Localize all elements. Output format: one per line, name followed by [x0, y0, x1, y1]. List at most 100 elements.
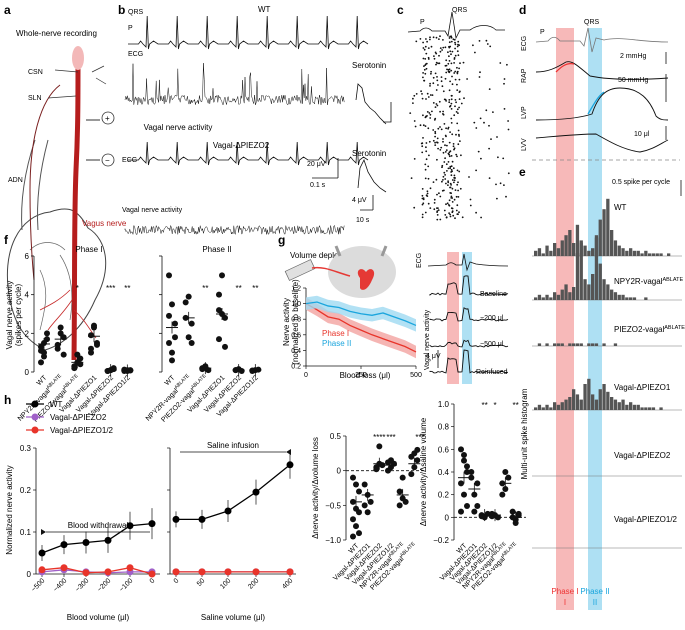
raster-spike [450, 36, 453, 39]
f-point [60, 351, 67, 358]
raster-spike [422, 137, 424, 139]
g-500-label: −500 μl [480, 341, 504, 348]
histogram-bar [572, 389, 576, 410]
serotonin-trace-1 [355, 83, 387, 125]
raster-spike [413, 120, 416, 122]
raster-spike [430, 72, 432, 75]
h-scatter-ytick-label: 0.6 [438, 445, 450, 454]
raster-spike [452, 167, 455, 170]
sln-line [47, 95, 77, 99]
raster-spike [463, 97, 465, 100]
raster-spike [425, 67, 428, 70]
raster-spike [429, 113, 432, 116]
g-trace-reinfused [429, 349, 509, 374]
raster-spike [427, 47, 430, 49]
raster-spike [445, 59, 448, 62]
f-ytick-label: 0 [25, 368, 30, 377]
raster-spike [415, 93, 418, 95]
serotonin-label-1: Serotonin [352, 61, 386, 70]
raster-spike [507, 128, 510, 131]
raster-spike [420, 90, 422, 93]
raster-spike [437, 62, 439, 65]
histogram-genotype-label: Vagal-ΔPIEZO2 [614, 451, 671, 460]
g-legend-item: Phase I [322, 329, 349, 338]
vagal-trace-piezo2 [124, 224, 345, 236]
raster-spike [450, 53, 452, 56]
h-scatter-point [356, 488, 362, 495]
raster-spike [447, 181, 450, 184]
serotonin-trace-2 [357, 158, 387, 193]
raster-spike [475, 127, 478, 129]
raster-spike [422, 72, 424, 74]
histogram-bar [579, 343, 583, 346]
histogram-bar [587, 250, 591, 256]
raster-spike [457, 129, 460, 132]
f-point [216, 336, 222, 343]
raster-spike [409, 112, 412, 114]
f-point [188, 340, 195, 346]
raster-spike [441, 166, 443, 169]
raster-spike [446, 202, 449, 205]
raster-spike [454, 217, 456, 220]
raster-spike [455, 133, 457, 136]
raster-spike [426, 92, 429, 95]
raster-spike [441, 180, 443, 183]
raster-spike [423, 79, 425, 82]
h-point [38, 549, 46, 557]
raster-spike [447, 70, 450, 73]
raster-spike [447, 126, 450, 129]
raster-spike [496, 136, 498, 138]
raster-spike [448, 89, 451, 92]
csn-label: CSN [28, 69, 43, 76]
raster-spike [449, 165, 452, 168]
h-scatter-significance: ** [513, 401, 519, 410]
h-scatter-point [464, 503, 470, 509]
raster-spike [503, 184, 505, 187]
histogram-bar [587, 378, 591, 410]
panel-letter-c: c [397, 3, 404, 17]
h-xtick-label: −300 [74, 577, 90, 593]
h-scatter-point [474, 480, 481, 487]
raster-spike [447, 180, 449, 183]
raster-spike [460, 154, 462, 157]
raster-spike [440, 146, 443, 149]
raster-spike [468, 176, 470, 178]
f-point [238, 368, 245, 375]
serotonin-label-2: Serotonin [352, 149, 386, 158]
raster-spike [425, 63, 427, 65]
raster-spike [450, 102, 453, 105]
raster-spike [429, 85, 431, 87]
raster-spike [431, 110, 433, 113]
h-point [252, 488, 260, 496]
raster-spike [456, 71, 459, 74]
panel-letter-d: d [519, 3, 526, 17]
histogram-bar [651, 407, 656, 410]
histogram-bar [617, 294, 621, 300]
raster-spike [450, 155, 453, 157]
raster-spike [428, 154, 430, 157]
ecg-label-b2: ECG [122, 157, 137, 164]
raster-spike [428, 112, 431, 114]
wt-label: WT [258, 5, 271, 14]
raster-spike [451, 211, 454, 214]
g-xtick-label: 0 [304, 372, 308, 379]
scale-2mmhg: 2 mmHg [620, 53, 647, 60]
raster-spike [443, 189, 445, 192]
h-scatter-point [350, 474, 356, 481]
g-ytick-label: 0.8 [291, 317, 301, 324]
raster-spike [427, 58, 430, 60]
raster-spike [422, 57, 425, 60]
raster-spike [415, 40, 418, 43]
histogram-bar [594, 237, 599, 300]
histogram-bar [587, 284, 591, 300]
raster-spike [449, 50, 452, 53]
raster-spike [507, 172, 510, 175]
raster-spike [472, 44, 474, 47]
raster-spike [440, 128, 443, 131]
h-scatter-point [464, 463, 470, 470]
raster-spike [450, 168, 453, 171]
raster-spike [427, 177, 430, 180]
raster-spike [483, 121, 485, 124]
histogram-bar [625, 250, 629, 256]
histogram-bar [556, 294, 561, 300]
